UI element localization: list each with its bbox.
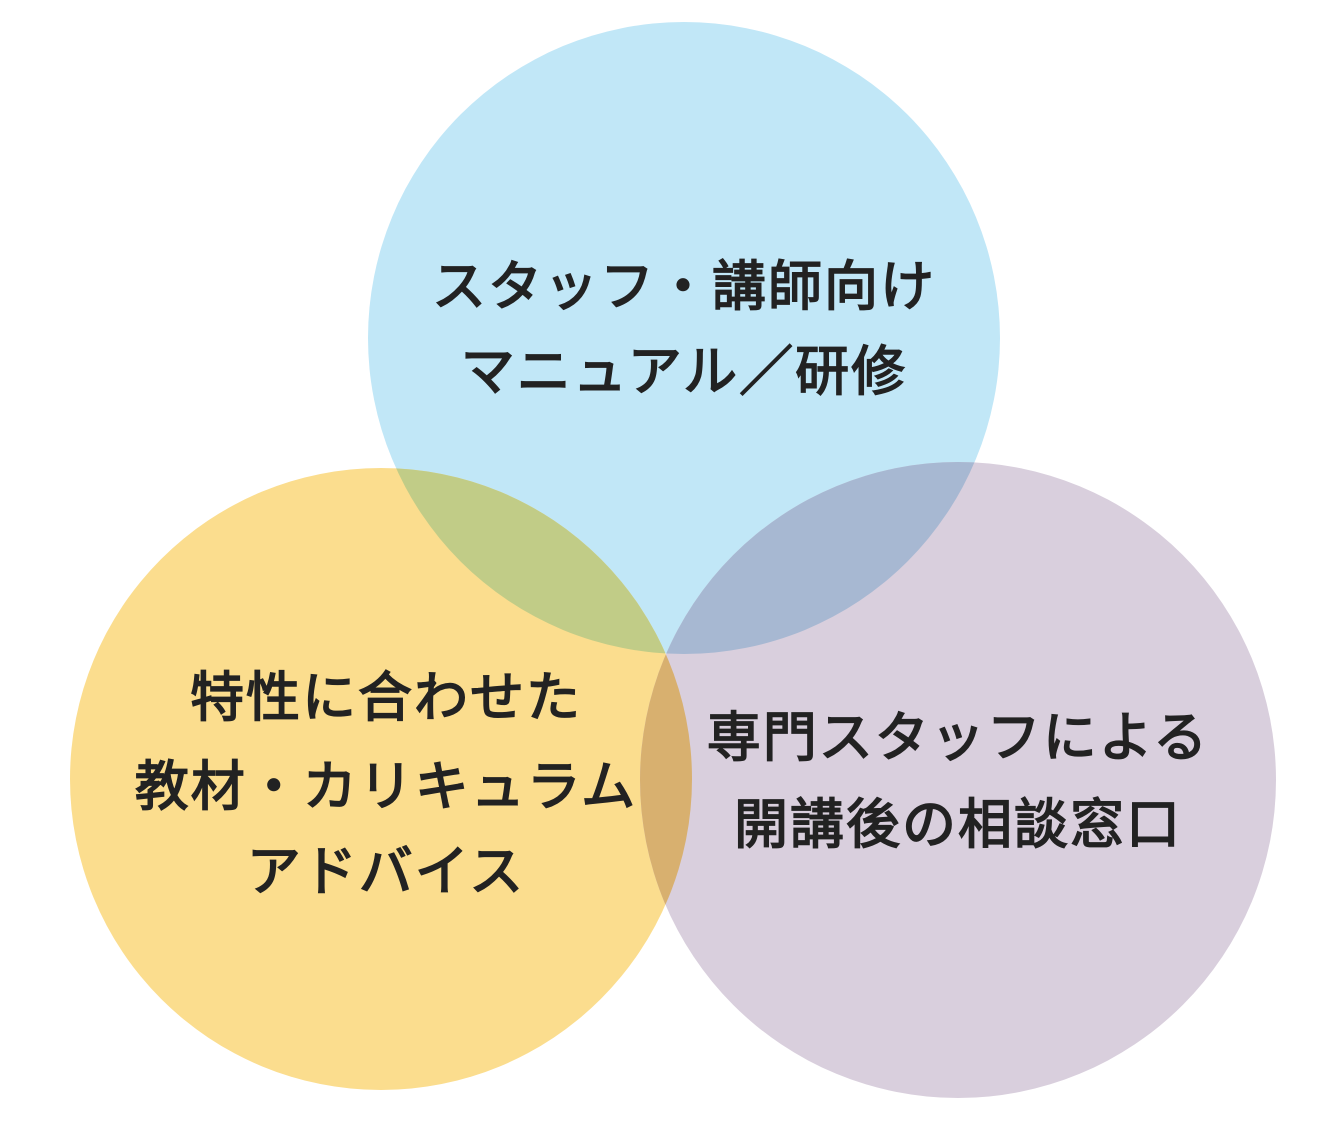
label-line: 専門スタッフによる <box>707 706 1209 769</box>
overlap-top-right <box>640 462 1000 654</box>
label-line: マニュアル／研修 <box>461 340 907 403</box>
label-consultation-desk: 専門スタッフによる 開講後の相談窓口 <box>707 706 1209 856</box>
label-materials-curriculum: 特性に合わせた 教材・カリキュラム アドバイス <box>135 666 637 903</box>
circle-materials-curriculum <box>70 468 692 1090</box>
label-line: 特性に合わせた <box>190 666 582 729</box>
label-staff-manual: スタッフ・講師向け マニュアル／研修 <box>432 255 936 403</box>
label-line: スタッフ・講師向け <box>432 255 936 318</box>
label-line: アドバイス <box>247 840 525 903</box>
label-line: 教材・カリキュラム <box>135 755 637 818</box>
label-line: 開講後の相談窓口 <box>734 793 1182 856</box>
